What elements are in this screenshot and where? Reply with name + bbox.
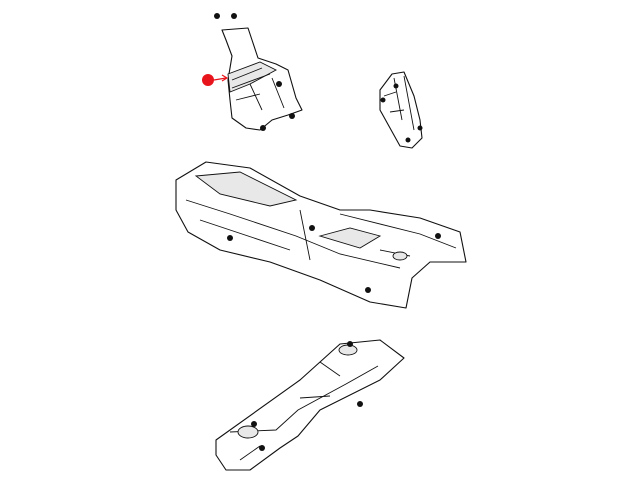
nut-icon (380, 83, 423, 143)
nut-icon (214, 13, 295, 131)
rear-heat-shield (215, 339, 405, 471)
center-tunnel-heat-shield (175, 161, 467, 309)
nut-icon (227, 225, 441, 293)
upper-right-heat-shield (379, 71, 423, 149)
callout-marker (202, 74, 229, 86)
nut-icon (251, 341, 363, 451)
upper-left-heat-shield (214, 13, 303, 131)
